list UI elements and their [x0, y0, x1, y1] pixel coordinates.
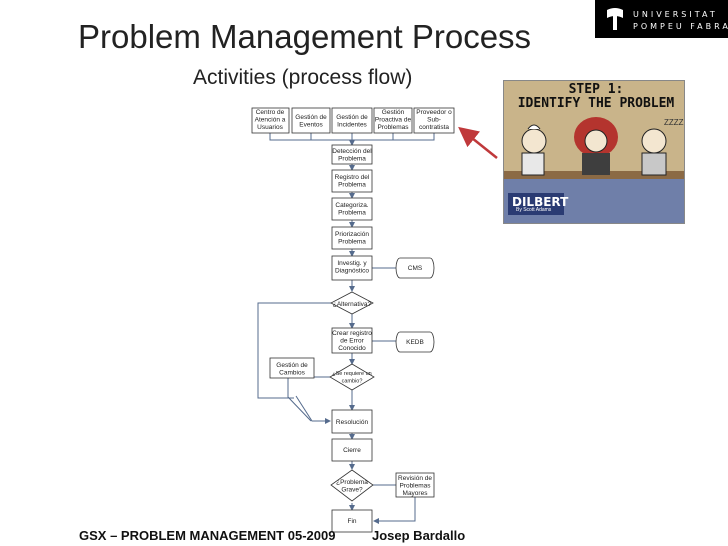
- store-kedb: KEDB: [406, 339, 424, 346]
- label-line: Atención a: [255, 117, 286, 124]
- label-line: Problemas: [377, 124, 409, 131]
- label-line: Gestión de: [336, 114, 368, 121]
- label-line: ¿Se requiere un: [332, 371, 371, 377]
- label-line: Crear registro: [332, 330, 372, 337]
- step-categoriza: Categoriza.Problema: [335, 202, 368, 217]
- label-line: ¿Alternativa?: [333, 301, 372, 308]
- label-line: Detección del: [332, 148, 372, 155]
- label-line: Registro del: [335, 174, 370, 181]
- label-line: ¿Problema: [336, 479, 368, 486]
- label-line: Resolución: [336, 419, 369, 426]
- label-line: Gestión: [382, 109, 405, 116]
- label-line: Sub-: [427, 117, 441, 124]
- label-line: Cambios: [279, 370, 305, 377]
- label-line: Mayores: [403, 490, 429, 497]
- label-line: Categoriza.: [335, 202, 368, 209]
- step-fin: Fin: [347, 518, 356, 525]
- label-line: Problemas: [399, 483, 431, 490]
- footer-author: Josep Bardallo: [372, 528, 465, 543]
- label-line: Revisión de: [398, 475, 432, 482]
- footer-course: GSX – PROBLEM MANAGEMENT 05-2009: [79, 528, 335, 543]
- label-line: Usuarios: [257, 124, 283, 131]
- label-line: Incidentes: [337, 122, 367, 129]
- label-line: Problema: [338, 182, 366, 189]
- highlight-arrow: [462, 130, 497, 158]
- label-line: de Error: [340, 338, 364, 345]
- label-line: Problema: [338, 156, 366, 163]
- decision-alternativa: ¿Alternativa?: [333, 301, 372, 308]
- label-line: Centro de: [256, 109, 285, 116]
- label-line: Proactiva de: [375, 117, 412, 124]
- dilbert-brand-box: DILBERT By Scott Adams: [508, 193, 564, 215]
- label-line: Grave?: [341, 487, 363, 494]
- step-cierre: Cierre: [343, 447, 361, 454]
- label-line: Fin: [347, 518, 356, 525]
- label-line: contratista: [419, 124, 449, 131]
- step-resolucion: Resolución: [336, 419, 369, 426]
- label-line: Problema: [338, 239, 366, 246]
- label-line: Gestión de: [276, 362, 308, 369]
- label-line: Conocido: [338, 345, 366, 352]
- dilbert-comic: STEP 1: IDENTIFY THE PROBLEM ZZZZ DILBER…: [503, 80, 685, 224]
- label-line: Cierre: [343, 447, 361, 454]
- label-line: Priorización: [335, 231, 369, 238]
- label-line: Problema: [338, 210, 366, 217]
- label-line: Diagnóstico: [335, 268, 369, 275]
- label-line: Investig. y: [337, 260, 367, 267]
- label-line: cambio?: [342, 379, 363, 385]
- svg-text:ZZZZ: ZZZZ: [664, 118, 684, 127]
- label-line: Proveedor o: [416, 109, 452, 116]
- label-line: Eventos: [299, 122, 323, 129]
- store-cms: CMS: [408, 265, 423, 272]
- label-line: Gestión de: [295, 114, 327, 121]
